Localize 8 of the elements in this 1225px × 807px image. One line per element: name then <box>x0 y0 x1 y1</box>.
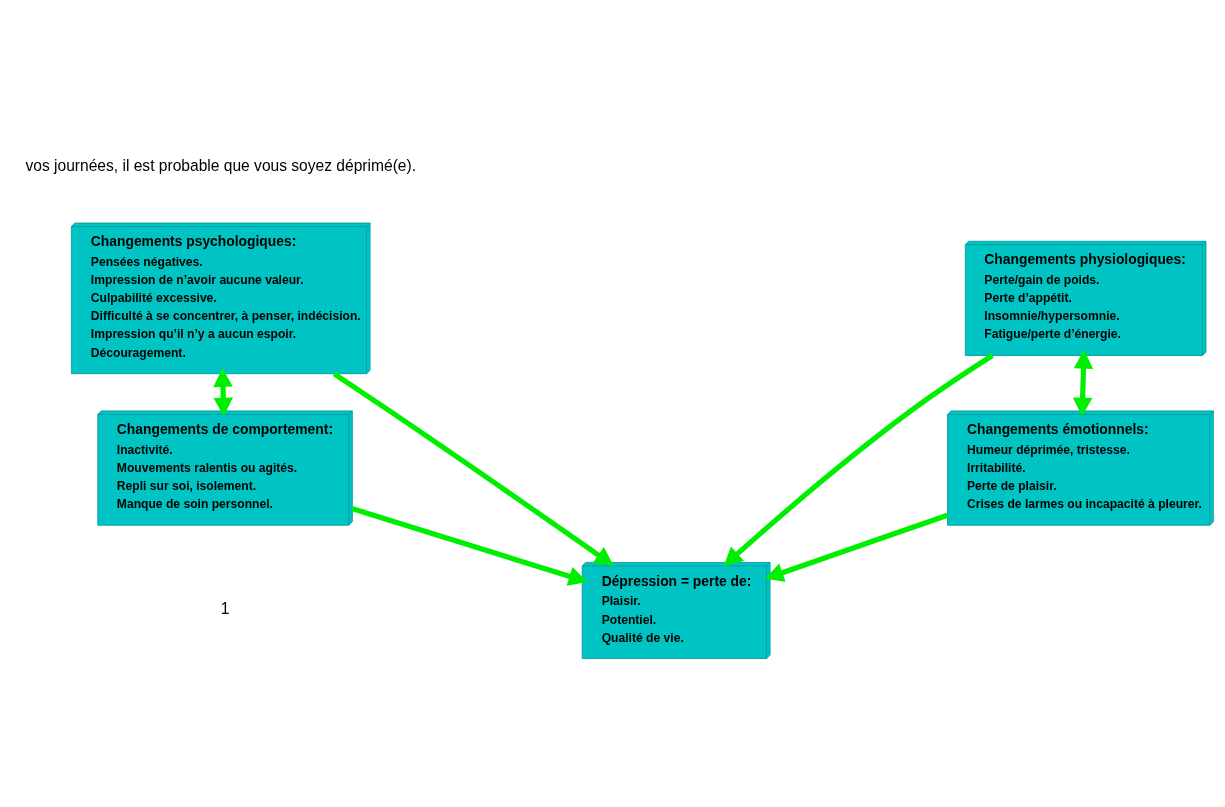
arrow <box>213 367 234 416</box>
arrow <box>1072 349 1094 416</box>
label: 1 <box>220 599 230 617</box>
arrow <box>332 371 614 566</box>
arrow <box>723 352 994 566</box>
arrow <box>351 505 588 586</box>
arrow <box>764 512 949 582</box>
label: vos journées, il est probable que vous soyez déprimé(e). <box>25 156 416 174</box>
